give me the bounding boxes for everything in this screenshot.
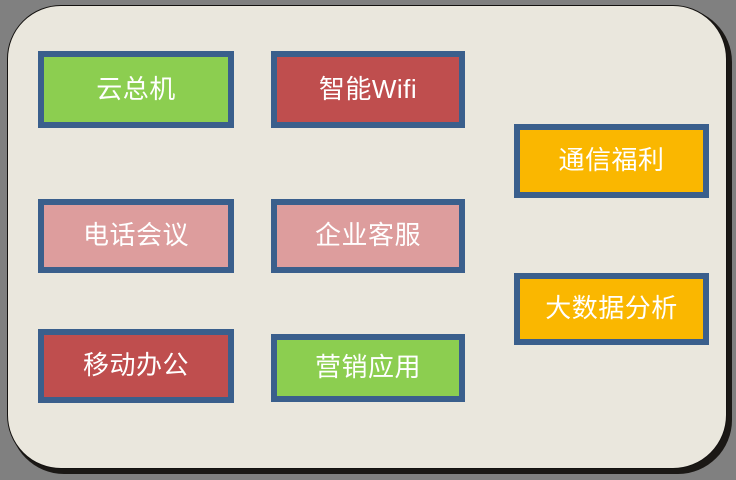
node-label-marketing-app: 营销应用 bbox=[314, 352, 421, 382]
node-label-telecom-benefits: 通信福利 bbox=[558, 145, 665, 175]
node-label-smart-wifi: 智能Wifi bbox=[318, 73, 418, 104]
node-phone-conference[interactable]: 电话会议 bbox=[38, 199, 234, 273]
node-smart-wifi[interactable]: 智能Wifi bbox=[271, 51, 465, 128]
node-enterprise-cs[interactable]: 企业客服 bbox=[271, 199, 465, 273]
node-big-data[interactable]: 大数据分析 bbox=[514, 273, 709, 345]
node-label-big-data: 大数据分析 bbox=[545, 293, 678, 323]
node-label-mobile-office: 移动办公 bbox=[82, 350, 189, 380]
node-telecom-benefits[interactable]: 通信福利 bbox=[514, 124, 709, 198]
rounded-container-panel: 云总机 智能Wifi 通信福利电话会议 企业客服大数据分析移动办公 营销应用 bbox=[7, 5, 727, 469]
node-mobile-office[interactable]: 移动办公 bbox=[38, 329, 234, 403]
node-label-enterprise-cs: 企业客服 bbox=[314, 220, 421, 250]
node-label-phone-conference: 电话会议 bbox=[82, 220, 189, 250]
node-cloud-pbx[interactable]: 云总机 bbox=[38, 51, 234, 128]
node-marketing-app[interactable]: 营销应用 bbox=[271, 334, 465, 402]
node-label-cloud-pbx: 云总机 bbox=[96, 73, 176, 104]
